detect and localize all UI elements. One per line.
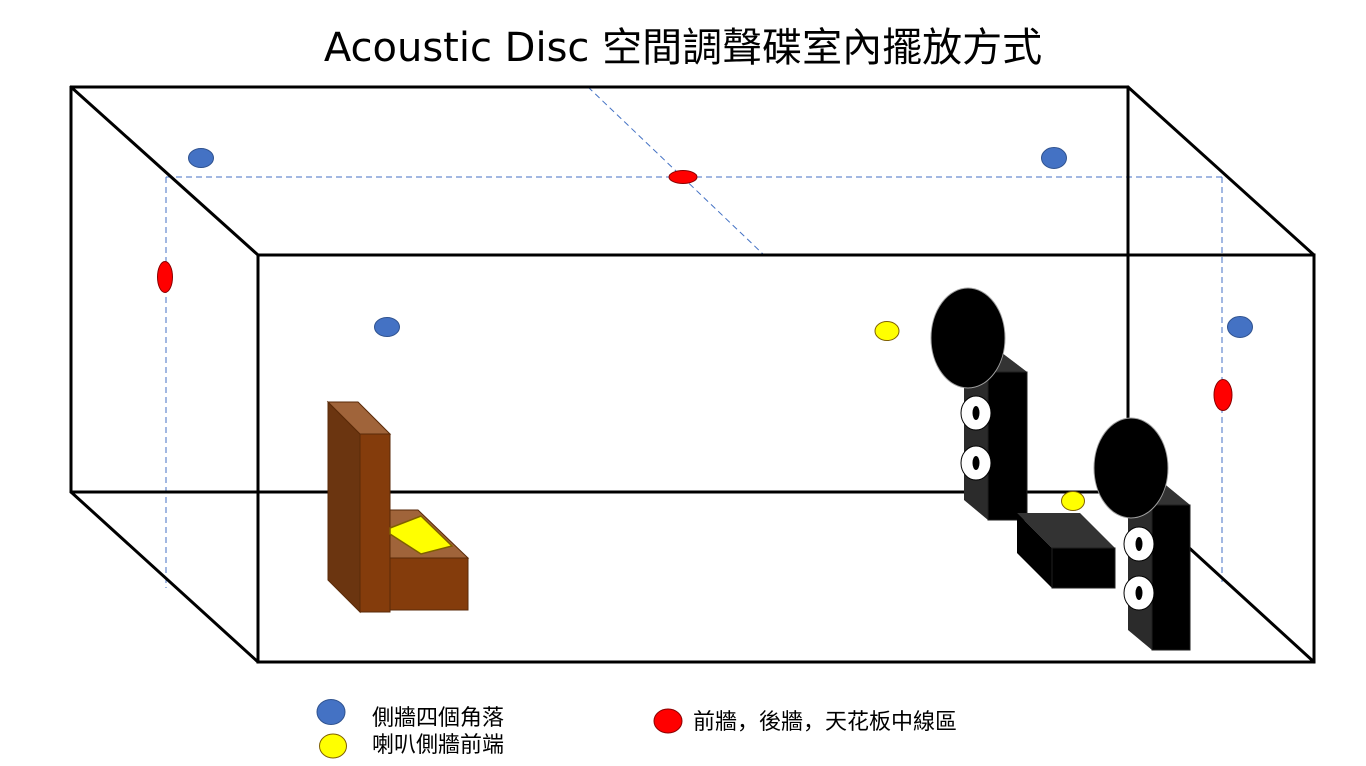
page-title: Acoustic Disc 空間調聲碟室內擺放方式: [323, 25, 1043, 71]
front-wall-outline: [256, 253, 1316, 664]
chair-back-side: [327, 400, 361, 614]
corner-disc-back-right: [1041, 147, 1067, 169]
center-box-side: [1017, 513, 1052, 588]
left-speaker-driver-upper-center: [972, 406, 980, 420]
right-speaker-driver-lower-center: [1135, 586, 1143, 600]
corner-disc-front-right: [1227, 316, 1253, 338]
legend: 側牆四個角落 喇叭側牆前端 前牆，後牆，天花板中線區: [316, 699, 957, 759]
center-disc-front-wall: [1213, 379, 1233, 411]
legend-corner-swatch: [316, 699, 346, 725]
right-speaker: [1093, 417, 1191, 651]
disc-markers: [157, 147, 1253, 511]
edge-top-left: [69, 85, 260, 257]
right-speaker-driver-upper-center: [1135, 537, 1143, 551]
chair-back-front: [359, 433, 391, 613]
chair-seat-front: [389, 557, 469, 611]
legend-front-swatch: [319, 733, 347, 759]
center-box-front: [1051, 547, 1116, 589]
corner-disc-back-left: [188, 148, 214, 168]
left-speaker-front: [987, 371, 1028, 521]
center-disc-back-wall: [157, 261, 173, 293]
left-speaker-tweeter-dome: [930, 287, 1006, 389]
center-disc-ceiling: [668, 170, 698, 184]
legend-corner-label: 側牆四個角落: [372, 706, 504, 731]
right-speaker-front: [1151, 504, 1191, 651]
legend-front-label: 喇叭側牆前端: [372, 733, 504, 758]
center-equipment-box: [1017, 513, 1116, 589]
front-disc-upper: [874, 321, 900, 341]
legend-center-swatch: [653, 708, 683, 734]
listening-chair: [326, 400, 470, 614]
edge-top-right: [1126, 85, 1316, 257]
edge-bottom-left: [69, 490, 260, 664]
left-speaker-driver-lower-center: [972, 456, 980, 470]
center-box-top: [1017, 513, 1115, 548]
right-speaker-tweeter-dome: [1093, 417, 1169, 519]
chair-cushion: [389, 515, 454, 555]
left-speaker: [930, 287, 1028, 521]
front-disc-lower: [1061, 491, 1085, 511]
legend-center-label: 前牆，後牆，天花板中線區: [693, 710, 957, 735]
corner-disc-front-left: [374, 317, 400, 337]
